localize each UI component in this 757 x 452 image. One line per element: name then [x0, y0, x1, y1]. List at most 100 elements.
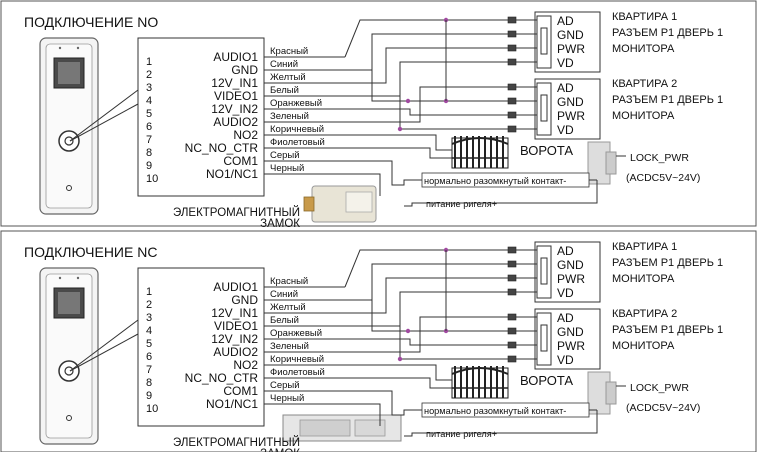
pin-name: AUDIO2 [213, 115, 258, 129]
lock-power-connector [587, 141, 617, 185]
wire-color-label: Зеленый [270, 341, 309, 352]
call-panel-device [39, 267, 99, 445]
terminal-pin [507, 327, 517, 335]
terminal-pin [507, 83, 517, 91]
pin-name: 12V_IN1 [211, 76, 258, 90]
wire-line [345, 403, 381, 426]
connector-pin-label: AD [557, 244, 574, 258]
wire-color-label: Серый [270, 150, 300, 161]
apartment-connector-label: РАЗЪЕМ P1 ДВЕРЬ 1 [612, 94, 723, 106]
connector-pin-label: GND [557, 325, 584, 339]
lock-label-line2: ЗАМОК [260, 448, 300, 452]
wire-line [69, 89, 139, 142]
electromagnetic-lock [282, 414, 402, 442]
pin-number: 10 [146, 403, 158, 415]
pin-name: AUDIO2 [213, 345, 258, 359]
wire-color-label: Желтый [270, 72, 306, 83]
pin-number: 2 [146, 69, 152, 81]
pin-number: 1 [146, 56, 152, 68]
terminal-pin [507, 125, 517, 133]
wire-line [345, 377, 452, 389]
wire-line [69, 333, 139, 372]
contact-note: нормально разомкнутый контакт- [424, 406, 566, 416]
wire-color-label: Оранжевый [270, 328, 322, 339]
pin-number: 9 [146, 390, 152, 402]
terminal-pin [507, 44, 517, 52]
wire-color-label: Белый [270, 315, 299, 326]
call-panel-device [39, 37, 99, 215]
apartment-connector-label: РАЗЪЕМ P1 ДВЕРЬ 1 [612, 324, 723, 336]
pin-name: COM1 [223, 384, 258, 398]
wire-line [345, 316, 508, 353]
pin-name: GND [231, 63, 258, 77]
wire-line [345, 364, 452, 381]
apartment-title: КВАРТИРА 1 [612, 11, 677, 23]
wire-line [345, 134, 452, 151]
wire-color-label: Серый [270, 380, 300, 391]
pin-name: 12V_IN2 [211, 332, 258, 346]
pin-number: 3 [146, 82, 152, 94]
apartment-monitor-label: МОНИТОРА [612, 340, 675, 352]
terminal-pin [507, 288, 517, 296]
wire-line [404, 180, 598, 207]
pin-number: 9 [146, 160, 152, 172]
lock-label-line2: ЗАМОК [260, 218, 300, 230]
pin-name: 12V_IN2 [211, 102, 258, 116]
pin-number: 2 [146, 299, 152, 311]
connector-pin-label: GND [557, 258, 584, 272]
connector-pin-label: PWR [557, 272, 585, 286]
terminal-pin [507, 274, 517, 282]
apartment-title: КВАРТИРА 2 [612, 308, 677, 320]
connector-pin-label: VD [557, 56, 574, 70]
pin-name: NC_NO_CTR [185, 141, 259, 155]
connector-pin-label: VD [557, 123, 574, 137]
gate-label: ВОРОТА [520, 143, 573, 158]
wire-color-label: Оранжевый [270, 98, 322, 109]
pin-number: 7 [146, 134, 152, 146]
lock-power-note: питание ригеля+ [426, 429, 497, 439]
apartment-monitor-label: МОНИТОРА [612, 43, 675, 55]
pin-name: VIDEO1 [214, 89, 258, 103]
contact-note: нормально разомкнутый контакт- [424, 176, 566, 186]
gate-icon [451, 366, 509, 399]
pin-number: 6 [146, 121, 152, 133]
wire-line [371, 34, 508, 102]
connector-pin-label: VD [557, 353, 574, 367]
panel-title: ПОДКЛЮЧЕНИЕ NC [24, 244, 157, 260]
wire-line [345, 390, 422, 416]
terminal-pin [507, 111, 517, 119]
terminal-pin [507, 313, 517, 321]
wire-color-label: Желтый [270, 302, 306, 313]
wire-color-label: Синий [270, 289, 298, 300]
wire-line [344, 249, 508, 288]
panel-border [0, 230, 757, 452]
apartment-connector-label: РАЗЪЕМ P1 ДВЕРЬ 1 [612, 27, 723, 39]
terminal-pin [507, 97, 517, 105]
pin-name: 12V_IN1 [211, 306, 258, 320]
wire-line [399, 62, 508, 130]
gate-icon [451, 136, 509, 169]
connector-pin-label: VD [557, 286, 574, 300]
wire-line [345, 173, 381, 196]
electromagnetic-lock [303, 185, 377, 223]
apartment-monitor-label: МОНИТОРА [612, 273, 675, 285]
apartment-title: КВАРТИРА 1 [612, 241, 677, 253]
pin-number: 3 [146, 312, 152, 324]
wire-line [345, 47, 508, 84]
junction-dot [397, 356, 403, 362]
lock-label-line1: ЭЛЕКТРОМАГНИТНЫЙ [173, 436, 300, 449]
pin-number: 1 [146, 286, 152, 298]
pin-name: NO2 [233, 358, 258, 372]
wire-color-label: Черный [270, 393, 304, 404]
gate-label: ВОРОТА [520, 373, 573, 388]
lock-power-connector [587, 371, 617, 415]
wire-line [399, 292, 508, 360]
terminal-pin [507, 260, 517, 268]
wire-color-label: Коричневый [270, 124, 324, 135]
apartment-connector-label: РАЗЪЕМ P1 ДВЕРЬ 1 [612, 257, 723, 269]
pin-name: VIDEO1 [214, 319, 258, 333]
